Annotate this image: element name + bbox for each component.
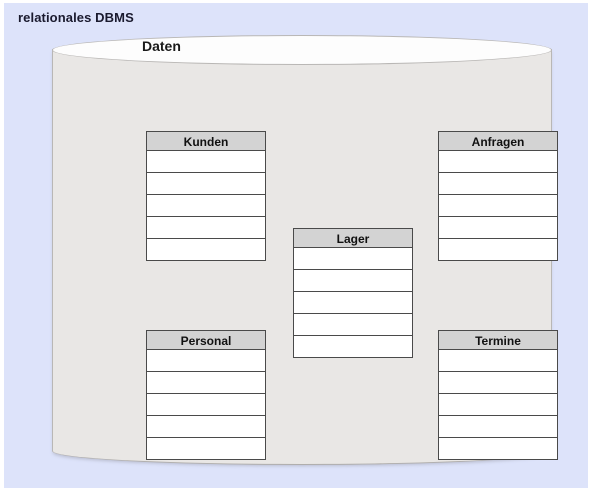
table-kunden-header: Kunden <box>146 131 266 151</box>
table-row <box>293 292 413 314</box>
table-row <box>438 239 558 261</box>
table-row <box>438 151 558 173</box>
table-row <box>293 248 413 270</box>
table-row <box>293 270 413 292</box>
database-label: Daten <box>142 38 181 54</box>
table-row <box>293 336 413 358</box>
dbms-boundary-panel: relationales DBMS Daten Kunden Anfragen <box>4 3 588 488</box>
table-row <box>438 173 558 195</box>
table-row <box>438 438 558 460</box>
table-anfragen-header: Anfragen <box>438 131 558 151</box>
table-termine-header: Termine <box>438 330 558 350</box>
table-row <box>293 314 413 336</box>
table-row <box>438 416 558 438</box>
table-row <box>438 217 558 239</box>
table-row <box>438 195 558 217</box>
table-lager[interactable]: Lager <box>293 228 413 358</box>
dbms-title: relationales DBMS <box>18 10 134 25</box>
table-row <box>146 239 266 261</box>
table-row <box>146 438 266 460</box>
table-anfragen[interactable]: Anfragen <box>438 131 558 261</box>
table-row <box>146 350 266 372</box>
table-row <box>438 350 558 372</box>
table-personal-header: Personal <box>146 330 266 350</box>
table-row <box>146 217 266 239</box>
database-cylinder: Daten Kunden Anfragen Lager <box>52 35 558 465</box>
table-row <box>146 394 266 416</box>
table-row <box>146 151 266 173</box>
table-row <box>146 416 266 438</box>
table-row <box>146 195 266 217</box>
table-lager-header: Lager <box>293 228 413 248</box>
table-row <box>146 173 266 195</box>
table-row <box>438 394 558 416</box>
table-personal[interactable]: Personal <box>146 330 266 460</box>
table-termine[interactable]: Termine <box>438 330 558 460</box>
table-row <box>438 372 558 394</box>
cylinder-top-ellipse <box>52 35 552 65</box>
table-kunden[interactable]: Kunden <box>146 131 266 261</box>
table-row <box>146 372 266 394</box>
